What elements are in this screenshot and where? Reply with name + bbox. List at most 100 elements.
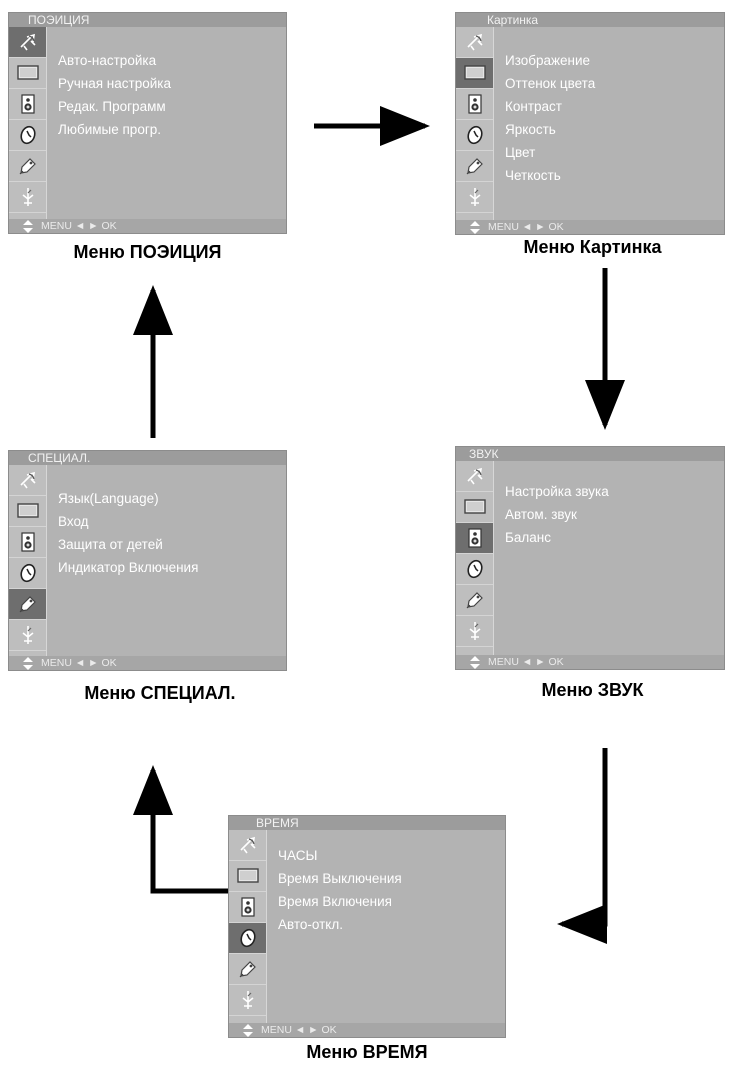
caption-special: Меню СПЕЦИАЛ. [84, 683, 236, 703]
sidebar-item-clock[interactable] [9, 120, 46, 151]
sidebar-item-picture-screen[interactable] [9, 58, 46, 89]
updown-arrow-icon [470, 656, 480, 673]
menu-sidebar [229, 830, 267, 1023]
menu-sidebar [9, 27, 47, 219]
tag-icon [465, 156, 485, 176]
menu-item[interactable]: Время Выключения [278, 871, 402, 886]
sidebar-item-tag[interactable] [456, 151, 493, 182]
tag-icon [18, 156, 38, 176]
panel-title: Картинка [456, 13, 724, 27]
lamp-icon [466, 186, 484, 208]
menu-item[interactable]: Время Включения [278, 894, 392, 909]
speaker-icon [20, 94, 35, 114]
sidebar-item-picture-screen[interactable] [229, 861, 266, 892]
picture-screen-icon [16, 65, 39, 81]
panel-footer: MENU ◄ ► OK [229, 1023, 505, 1037]
menu-item[interactable]: Вход [58, 514, 89, 529]
menu-item[interactable]: Авто-настройка [58, 53, 157, 68]
panel-title: ВРЕМЯ [229, 816, 505, 830]
sidebar-item-antenna[interactable] [229, 830, 266, 861]
footer-hint: MENU ◄ ► OK [488, 221, 564, 233]
sidebar-item-picture-screen[interactable] [456, 492, 493, 523]
sidebar-item-antenna[interactable] [9, 465, 46, 496]
menu-item[interactable]: Цвет [505, 145, 536, 160]
sidebar-item-tag[interactable] [456, 585, 493, 616]
sidebar-item-clock[interactable] [456, 554, 493, 585]
lamp-icon [239, 989, 257, 1011]
sidebar-item-lamp[interactable] [456, 616, 493, 647]
footer-hint: MENU ◄ ► OK [261, 1024, 337, 1036]
antenna-icon [465, 32, 485, 52]
lamp-icon [19, 186, 37, 208]
clock-icon [18, 125, 38, 145]
sidebar-item-picture-screen[interactable] [456, 58, 493, 89]
menu-item[interactable]: Автом. звук [505, 507, 577, 522]
sidebar-item-tag[interactable] [9, 589, 46, 620]
menu-item[interactable]: Контраст [505, 99, 562, 114]
sidebar-item-speaker[interactable] [9, 527, 46, 558]
sidebar-item-speaker[interactable] [456, 89, 493, 120]
menu-item[interactable]: Ручная настройка [58, 76, 171, 91]
menu-item[interactable]: Редак. Программ [58, 99, 166, 114]
caption-picture: Меню Картинка [523, 237, 662, 257]
updown-arrow-icon [243, 1024, 253, 1041]
sidebar-item-speaker[interactable] [229, 892, 266, 923]
clock-icon [465, 559, 485, 579]
sidebar-item-lamp[interactable] [456, 182, 493, 213]
speaker-icon [467, 528, 482, 548]
sidebar-item-antenna[interactable] [456, 461, 493, 492]
menu-sidebar [456, 461, 494, 655]
menu-item[interactable]: Четкость [505, 168, 561, 183]
sidebar-item-picture-screen[interactable] [9, 496, 46, 527]
sidebar-item-clock[interactable] [456, 120, 493, 151]
menu-item[interactable]: Баланс [505, 530, 551, 545]
menu-item[interactable]: Авто-откл. [278, 917, 343, 932]
lamp-icon [19, 624, 37, 646]
menu-item[interactable]: Оттенок цвета [505, 76, 596, 91]
tag-icon [465, 590, 485, 610]
footer-hint: MENU ◄ ► OK [488, 656, 564, 668]
menu-item[interactable]: Яркость [505, 122, 556, 137]
updown-arrow-icon [470, 221, 480, 238]
sidebar-item-clock[interactable] [229, 923, 266, 954]
antenna-icon [238, 835, 258, 855]
antenna-icon [18, 32, 38, 52]
menu-item[interactable]: Язык(Language) [58, 491, 159, 506]
menu-item[interactable]: Любимые прогр. [58, 122, 162, 137]
sidebar-item-tag[interactable] [229, 954, 266, 985]
caption-time: Меню ВРЕМЯ [306, 1042, 428, 1062]
footer-hint: MENU ◄ ► OK [41, 657, 117, 669]
sidebar-item-speaker[interactable] [456, 523, 493, 554]
menu-item[interactable]: Изображение [505, 53, 591, 68]
caption-position: Меню ПОЭИЦИЯ [73, 242, 222, 262]
sidebar-item-lamp[interactable] [9, 620, 46, 651]
sidebar-item-lamp[interactable] [9, 182, 46, 213]
tag-icon [18, 594, 38, 614]
panel-title: СПЕЦИАЛ. [9, 451, 286, 465]
sidebar-item-clock[interactable] [9, 558, 46, 589]
sidebar-item-antenna[interactable] [456, 27, 493, 58]
speaker-icon [240, 897, 255, 917]
sidebar-item-tag[interactable] [9, 151, 46, 182]
clock-icon [465, 125, 485, 145]
speaker-icon [467, 94, 482, 114]
speaker-icon [20, 532, 35, 552]
tag-icon [238, 959, 258, 979]
menu-item[interactable]: Настройка звука [505, 484, 609, 499]
sidebar-item-antenna[interactable] [9, 27, 46, 58]
sidebar-item-lamp[interactable] [229, 985, 266, 1016]
arrow-sound-to-time [557, 748, 608, 944]
menu-item[interactable]: Индикатор Включения [58, 560, 199, 575]
menu-item[interactable]: Защита от детей [58, 537, 163, 552]
sidebar-item-speaker[interactable] [9, 89, 46, 120]
panel-footer: MENU ◄ ► OK [9, 219, 286, 233]
panel-title: ЗВУК [456, 447, 724, 461]
menu-item[interactable]: ЧАСЫ [278, 848, 318, 863]
footer-hint: MENU ◄ ► OK [41, 220, 117, 232]
menu-sidebar [9, 465, 47, 656]
menu-sidebar [456, 27, 494, 220]
